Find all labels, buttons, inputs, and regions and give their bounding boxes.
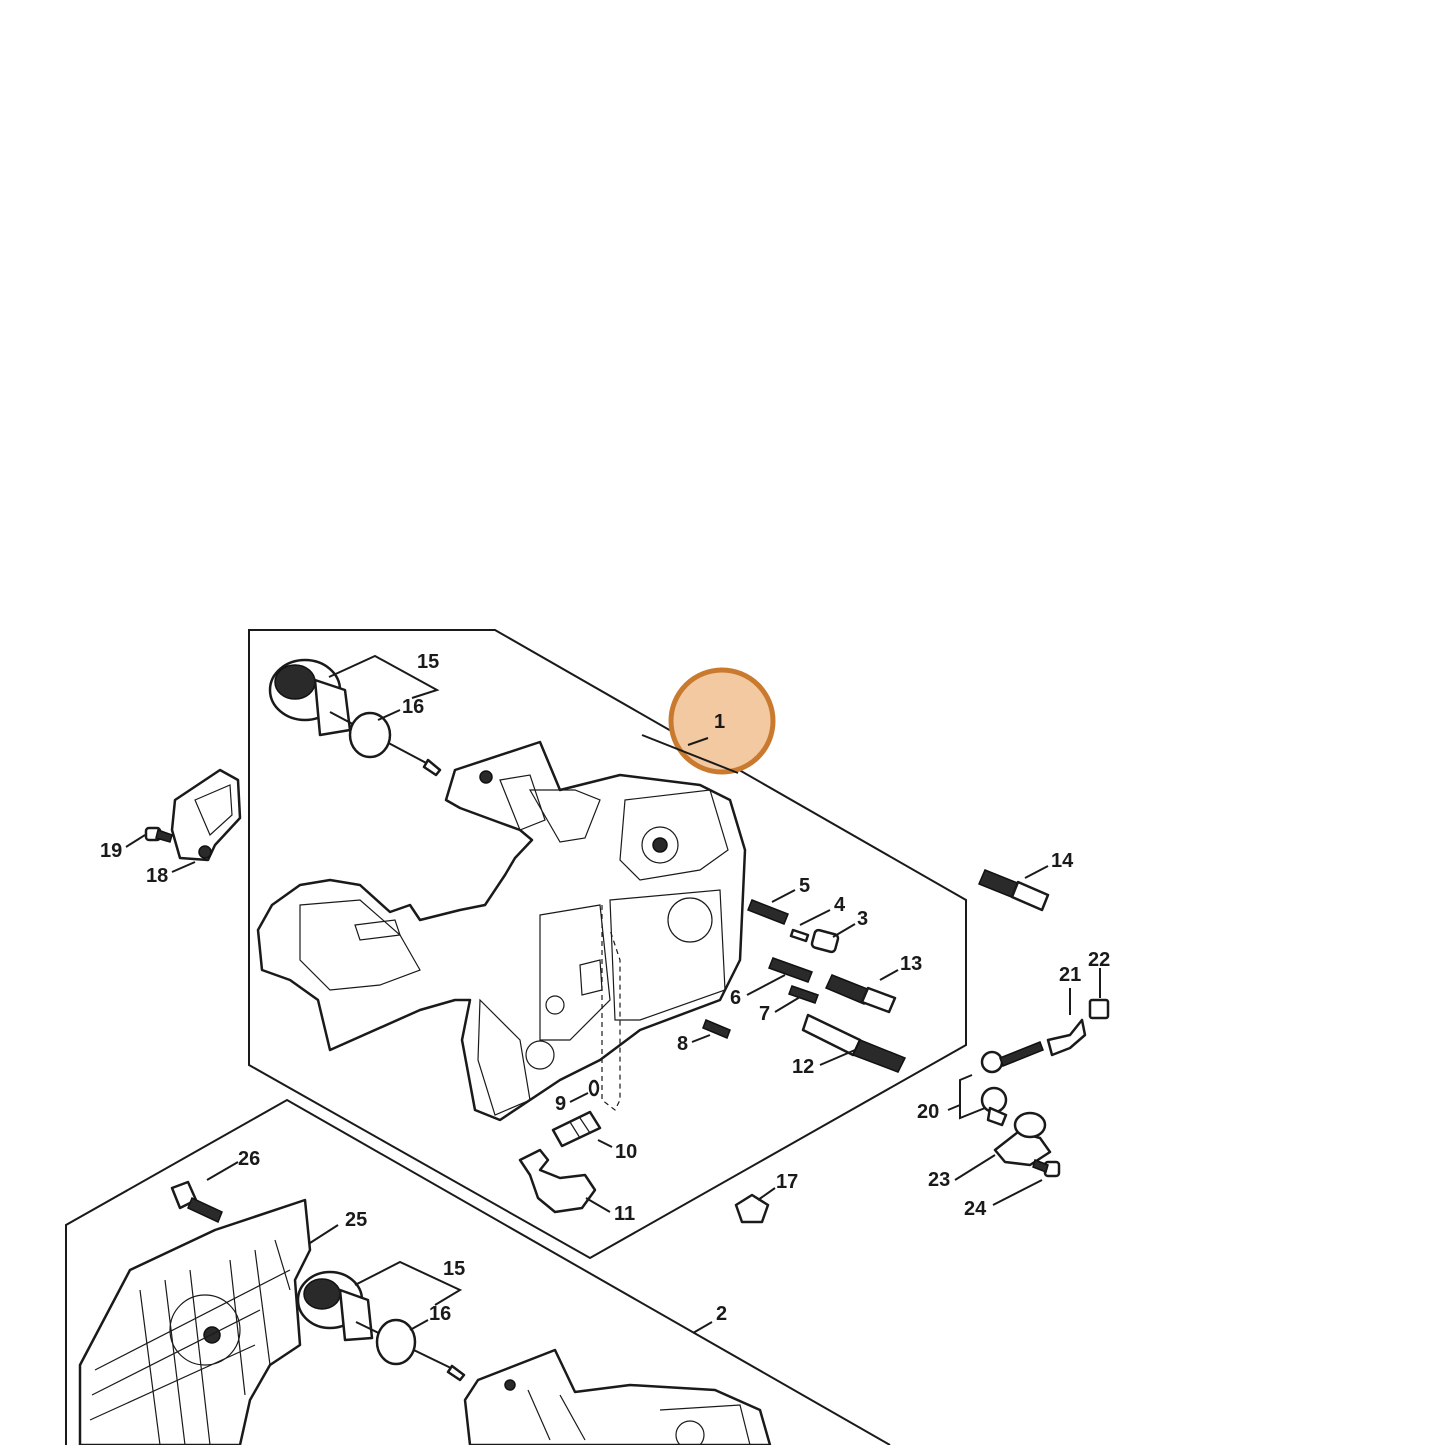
callout-labels: 1 2 3 4 5 6 7 8 9 10 11 12 13 14 15 16 1… xyxy=(100,651,1110,1325)
callout-22[interactable]: 22 xyxy=(1088,949,1110,971)
callout-17[interactable]: 17 xyxy=(776,1171,798,1193)
callout-15-bottom[interactable]: 15 xyxy=(443,1258,465,1280)
part-3-nut xyxy=(810,928,840,954)
callout-26[interactable]: 26 xyxy=(238,1148,260,1170)
part-17-cap xyxy=(734,1193,770,1224)
callout-12[interactable]: 12 xyxy=(792,1056,814,1078)
callout-23[interactable]: 23 xyxy=(928,1169,950,1191)
callout-2[interactable]: 2 xyxy=(716,1303,727,1325)
callout-24[interactable]: 24 xyxy=(964,1198,987,1220)
callout-20[interactable]: 20 xyxy=(917,1101,939,1123)
callout-11[interactable]: 11 xyxy=(614,1203,635,1225)
leader-lines xyxy=(125,654,1101,1334)
part-6-stud xyxy=(768,957,813,983)
highlight-circle[interactable] xyxy=(668,667,776,775)
callout-6[interactable]: 6 xyxy=(730,987,741,1009)
part-9-oring xyxy=(588,1079,600,1097)
part-7-stud xyxy=(788,985,819,1004)
callout-9[interactable]: 9 xyxy=(555,1093,566,1115)
callout-4[interactable]: 4 xyxy=(834,894,846,916)
part-13-bolt xyxy=(824,974,897,1014)
callout-21[interactable]: 21 xyxy=(1059,964,1081,986)
group-boundary-1 xyxy=(248,629,967,1260)
part-16-oring-bottom xyxy=(375,1318,417,1366)
part-10-valve xyxy=(551,1110,602,1148)
part-14-bolt xyxy=(978,869,1050,912)
callout-3[interactable]: 3 xyxy=(857,908,868,930)
callout-13[interactable]: 13 xyxy=(900,953,922,975)
part-19-screw xyxy=(144,826,173,843)
part-12-bolt xyxy=(801,1013,907,1073)
part-16-oring-top xyxy=(348,711,392,759)
callout-15-top[interactable]: 15 xyxy=(417,651,439,673)
part-23-tensioner xyxy=(993,1111,1052,1167)
part-22-clip xyxy=(1088,998,1110,1020)
callout-16-top[interactable]: 16 xyxy=(402,696,424,718)
callout-14[interactable]: 14 xyxy=(1051,850,1074,872)
part-15-oil-pump-top xyxy=(268,658,442,777)
callout-5[interactable]: 5 xyxy=(799,875,810,897)
group-boundary-2 xyxy=(65,1098,891,1445)
callout-19[interactable]: 19 xyxy=(100,840,122,862)
crankcase-housing xyxy=(256,740,747,1122)
part-2-housing-lower xyxy=(463,1348,772,1445)
callout-25[interactable]: 25 xyxy=(345,1209,367,1231)
part-21-bracket xyxy=(1046,1018,1087,1057)
dashed-hose-route xyxy=(601,905,621,1111)
callout-8[interactable]: 8 xyxy=(677,1033,688,1055)
part-15-oil-pump-bottom xyxy=(296,1270,466,1382)
part-11-hose xyxy=(518,1148,597,1214)
callout-7[interactable]: 7 xyxy=(759,1003,770,1025)
part-20-adjuster xyxy=(980,1041,1044,1127)
callout-10[interactable]: 10 xyxy=(615,1141,637,1163)
part-5-stud xyxy=(747,899,789,925)
part-8-stud xyxy=(702,1019,731,1039)
part-24-screw xyxy=(1032,1159,1061,1178)
part-25-sprocket-cover xyxy=(78,1198,312,1445)
part-18-cover xyxy=(170,768,242,862)
callout-16-bottom[interactable]: 16 xyxy=(429,1303,451,1325)
callout-1[interactable]: 1 xyxy=(714,711,725,733)
part-4-pin xyxy=(789,928,810,943)
part-26-screw xyxy=(170,1180,223,1224)
callout-18[interactable]: 18 xyxy=(146,865,168,887)
